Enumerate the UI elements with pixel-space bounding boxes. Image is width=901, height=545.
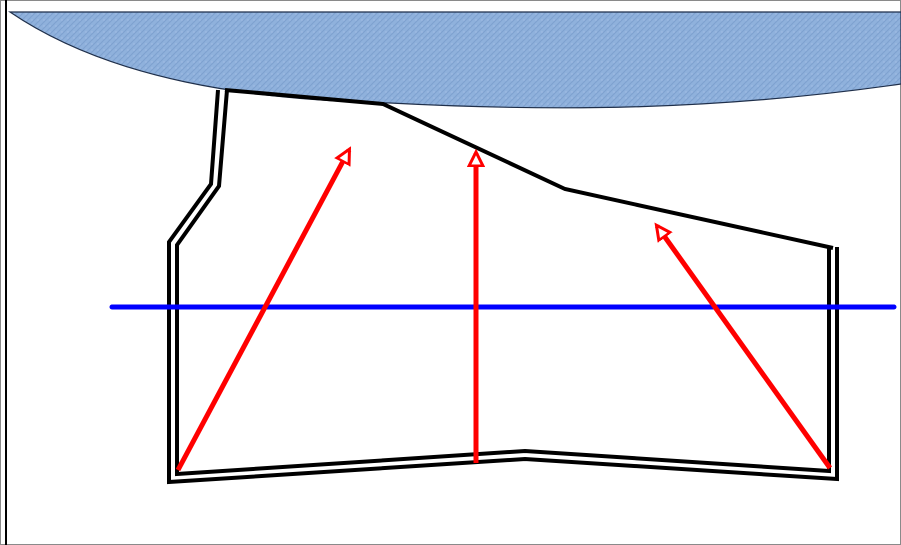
red-arrow-right: [657, 226, 833, 470]
red-arrow-left: [175, 150, 352, 472]
top-boundary-line: [224, 88, 834, 250]
arrow-group: [175, 150, 833, 472]
water-body: [8, 11, 901, 109]
outline-outer-line: [167, 89, 839, 485]
outline-inner-line: [175, 89, 831, 477]
outline-shape: [167, 88, 839, 485]
